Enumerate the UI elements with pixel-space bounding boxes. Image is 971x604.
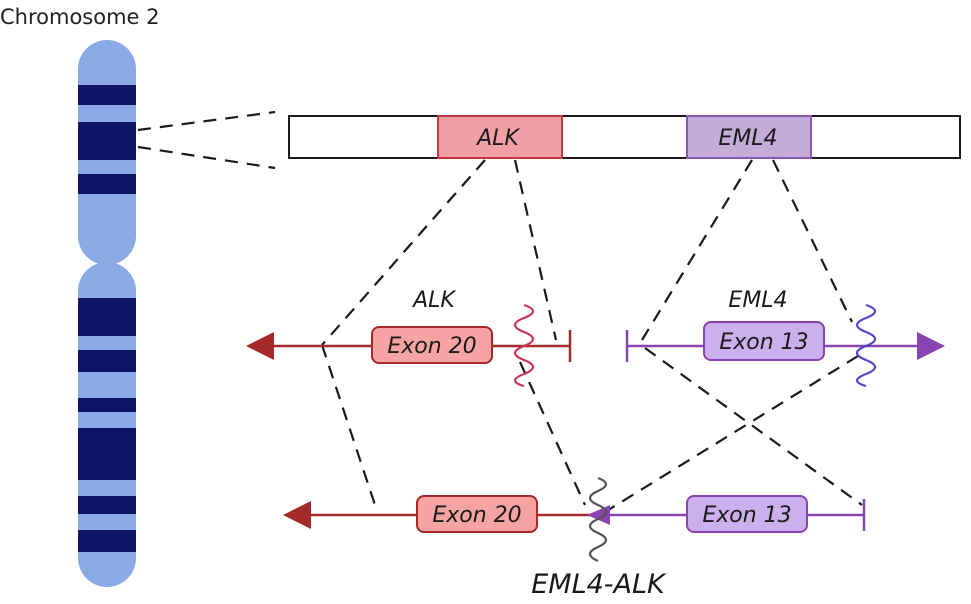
zoom-line-upper (137, 110, 276, 132)
eml4-arrow-head (917, 332, 945, 360)
chromosome-region-bar: ALK EML4 (288, 115, 961, 159)
fusion-alk-exon-20-label: Exon 20 (432, 503, 521, 528)
fusion-alk-exon-20-box (416, 495, 538, 533)
fusion-line-eml4-right (604, 355, 859, 513)
alk-breakpoint-wave-icon (513, 303, 535, 388)
fusion-breakpoint-wave-icon (588, 476, 608, 563)
chromosome-title: Chromosome 2 (0, 5, 160, 29)
zoom-line-lower (137, 145, 276, 170)
alk-gene-label: ALK (411, 288, 456, 313)
eml4-breakpoint-wave-icon (855, 303, 877, 388)
alk-arrow-head (246, 332, 274, 360)
chromosome-long-arm (78, 262, 136, 587)
eml4-zoom-left (641, 159, 753, 341)
chromosome-2-ideogram (78, 40, 136, 587)
eml4-exon-13-label: Exon 13 (719, 330, 808, 355)
eml4-gene-diagram: EML4 Exon 13 (625, 288, 945, 388)
eml4-alk-fusion-gene: Exon 20 Exon 13 EML4-ALK (283, 476, 866, 600)
eml4-exon-13-box (703, 321, 825, 361)
fusion-eml4-exon-13-box (686, 495, 808, 533)
fusion-junction-arrow (587, 505, 610, 525)
bar-eml4-label: EML4 (718, 126, 777, 151)
fusion-line-alk-right (518, 361, 587, 506)
bar-alk-label: ALK (475, 126, 520, 151)
eml4-zoom-right (772, 159, 853, 323)
fusion-eml4-exon-13-label: Exon 13 (702, 503, 791, 528)
alk-exon-20-box (371, 326, 493, 364)
alk-zoom-right (513, 159, 558, 341)
chromosome-short-arm (78, 40, 136, 265)
fusion-gene-label: EML4-ALK (531, 569, 667, 600)
alk-zoom-left (321, 159, 486, 346)
bar-gene-alk (437, 115, 563, 159)
fusion-line-alk-left (320, 344, 378, 509)
alk-gene-diagram: ALK Exon 20 (246, 288, 572, 388)
fusion-line-eml4-left (644, 347, 863, 506)
eml4-gene-label: EML4 (728, 288, 787, 313)
alk-exon-20-label: Exon 20 (387, 334, 476, 359)
fusion-alk-arrow-head (283, 501, 311, 529)
bar-gene-eml4 (686, 115, 812, 159)
